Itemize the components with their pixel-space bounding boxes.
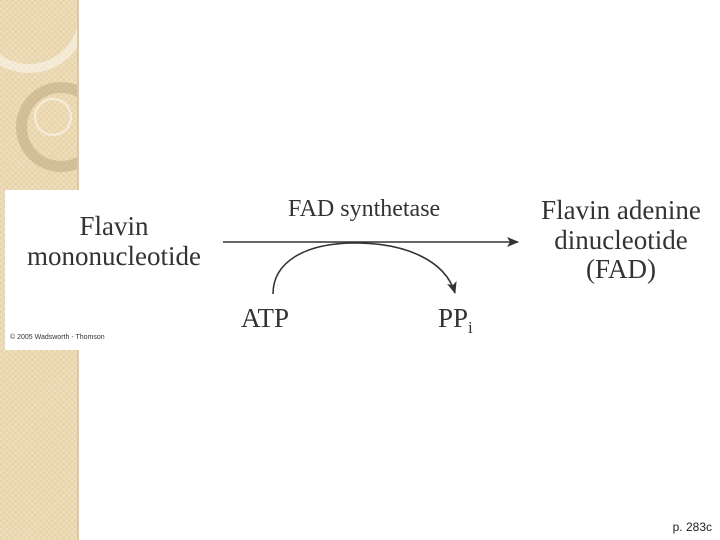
- curved-cofactor-arrow: [272, 242, 457, 295]
- product-line-2: dinucleotide: [554, 224, 688, 255]
- copyright-notice: © 2005 Wadsworth - Thomson: [10, 334, 105, 341]
- product-label: Flavin adenine dinucleotide (FAD): [523, 195, 719, 285]
- substrate-line-2: mononucleotide: [27, 240, 201, 271]
- cosubstrate-label: ATP: [241, 303, 290, 333]
- product-line-3: (FAD): [586, 254, 656, 285]
- decorative-ring: [34, 98, 72, 136]
- byproduct-label: PPi: [438, 303, 473, 338]
- enzyme-label: FAD synthetase: [288, 196, 441, 222]
- byproduct-base: PP: [438, 303, 469, 333]
- page-reference: p. 283c: [672, 520, 712, 534]
- substrate-line-1: Flavin: [79, 211, 149, 241]
- reaction-arrows: [223, 237, 519, 295]
- reaction-figure: Flavin mononucleotide FAD synthetase Fla…: [5, 190, 720, 350]
- decorative-ring: [16, 82, 79, 172]
- substrate-label: Flavin mononucleotide: [9, 211, 219, 271]
- product-line-1: Flavin adenine: [541, 195, 701, 225]
- decorative-ring: [0, 0, 79, 73]
- byproduct-subscript: i: [468, 318, 473, 337]
